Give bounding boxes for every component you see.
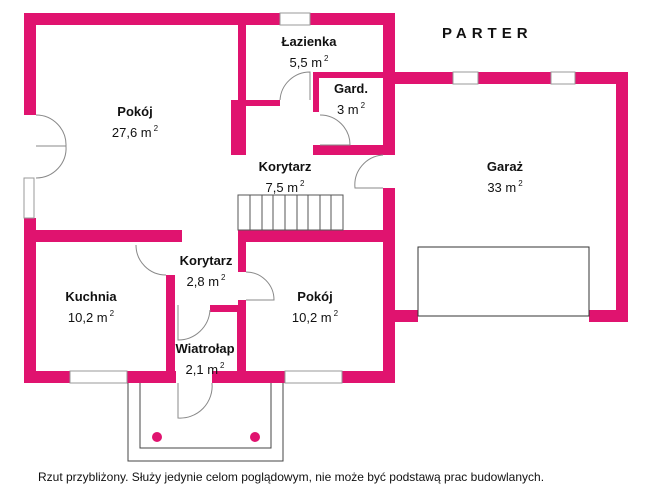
- doors: [35, 71, 384, 419]
- wall-garage-right: [616, 72, 628, 322]
- porch-column: [152, 432, 162, 442]
- wall-wiatrolap-top: [210, 305, 243, 312]
- wall-gard-bottom: [313, 145, 393, 155]
- porch: [127, 383, 284, 462]
- wall-left-upper: [24, 13, 36, 115]
- wall-pokoj-left-lower: [238, 300, 246, 383]
- walls: [24, 13, 628, 383]
- disclaimer-note: Rzut przybliżony. Służy jedynie celom po…: [38, 470, 545, 484]
- wall-gard-top: [313, 72, 395, 78]
- wall-lazienka-bottom: [246, 100, 280, 106]
- wall-lazienka-left: [238, 13, 246, 103]
- wall-gard-left: [313, 72, 319, 112]
- wall-pokoj-bottom-b: [342, 371, 395, 383]
- wall-kitchen-bottom-b: [127, 371, 176, 383]
- stairs: [237, 194, 344, 231]
- windows: [23, 12, 576, 384]
- floor-title: PARTER: [442, 25, 533, 42]
- porch-column: [250, 432, 260, 442]
- wall-left-lower: [24, 218, 36, 383]
- wall-kitchen-right: [166, 275, 175, 383]
- wall-pokoj-top: [238, 230, 395, 242]
- wall-pokoj-left-upper: [238, 238, 246, 272]
- garage-door: [417, 246, 590, 317]
- wall-top: [24, 13, 395, 25]
- wall-corridor-right-upper: [383, 13, 395, 155]
- wall-kitchen-bottom-a: [24, 371, 70, 383]
- wall-pokoj-bottom-a: [212, 371, 285, 383]
- wall-garage-top: [395, 72, 628, 84]
- wall-block: [231, 100, 246, 155]
- wall-pokoj-right: [383, 230, 395, 383]
- wall-kitchen-top: [24, 230, 182, 242]
- wall-garage-bottom-right: [589, 310, 628, 322]
